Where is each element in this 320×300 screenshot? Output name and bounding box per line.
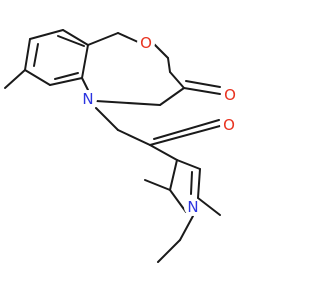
ring-bond — [95, 100, 161, 106]
ring-bond — [169, 71, 185, 89]
ring-bond — [153, 43, 169, 59]
benzene-bond — [62, 29, 89, 46]
ring-oxygen-label: O — [140, 34, 152, 52]
atom-label-ketone-oxygen: O — [220, 116, 238, 134]
carbonyl-bond — [185, 80, 221, 88]
benzene-bond — [24, 69, 51, 86]
chain-bond — [95, 107, 119, 131]
benzene-bond — [87, 32, 119, 46]
pyrrole-bond — [176, 159, 201, 170]
methyl-bond — [4, 69, 26, 89]
atom-label-background — [221, 86, 239, 104]
atom-label-ring-oxygen: O — [137, 34, 155, 52]
ring-bond — [81, 77, 89, 91]
benzene-bond — [24, 38, 31, 71]
ketone-oxygen-label: O — [223, 116, 235, 134]
atom-label-lactam-oxygen: O — [221, 86, 239, 104]
molecule-structure-diagram: O N O O N — [4, 29, 239, 263]
pyrrole-bond — [149, 144, 178, 161]
atom-label-background — [79, 90, 97, 108]
pyrrole-bond — [169, 189, 187, 213]
atom-label-background — [184, 198, 202, 216]
pyrrole-bond — [169, 159, 178, 191]
bond-layer — [4, 29, 221, 263]
ring-bond — [167, 57, 171, 73]
ring-bond — [159, 87, 185, 106]
ketone-bond — [149, 125, 221, 146]
ketone-bond — [153, 119, 220, 140]
atom-label-background — [137, 34, 155, 52]
benzene-inner-bond — [33, 43, 39, 67]
atom-label-background — [220, 116, 238, 134]
methyl-bond — [197, 197, 221, 216]
chain-bond — [117, 129, 151, 146]
pyrrole-inner-bond — [190, 171, 193, 195]
benzene-bond — [49, 77, 83, 86]
pyrrole-nitrogen-label: N — [187, 198, 198, 216]
ring-bond — [117, 32, 139, 43]
benzene-bond — [29, 29, 64, 40]
atom-label-pyrrole-nitrogen: N — [184, 198, 202, 216]
ethyl-bond — [157, 239, 181, 263]
methyl-bond — [144, 179, 171, 191]
ring-nitrogen-label: N — [82, 90, 93, 108]
benzene-inner-bond — [57, 35, 85, 47]
carbonyl-bond — [183, 87, 221, 95]
ethyl-bond — [179, 215, 194, 241]
pyrrole-bond — [197, 168, 201, 199]
benzene-bond — [81, 44, 89, 79]
lactam-oxygen-label: O — [224, 86, 236, 104]
benzene-inner-bond — [54, 72, 79, 80]
atom-label-ring-nitrogen: N — [79, 90, 97, 108]
